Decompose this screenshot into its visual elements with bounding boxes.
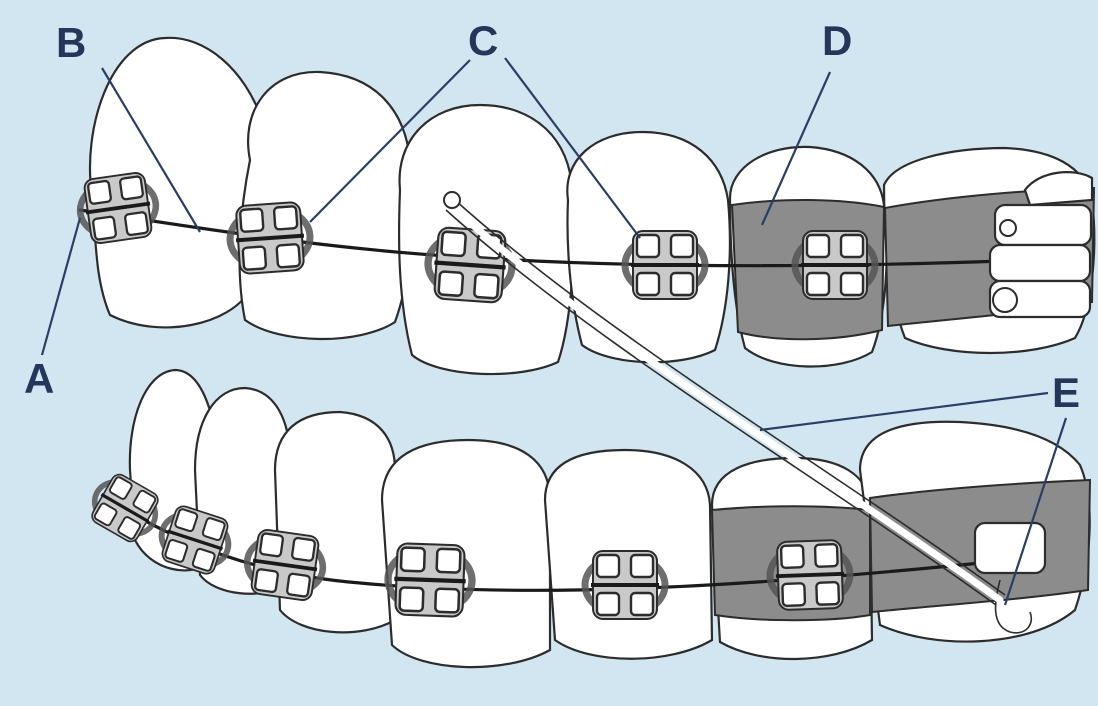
- label-d: D: [822, 20, 852, 62]
- bracket: [426, 226, 515, 303]
- label-c: C: [468, 20, 498, 62]
- leader-a: [42, 218, 80, 355]
- label-a: A: [24, 358, 54, 400]
- bracket: [228, 201, 313, 274]
- label-e: E: [1052, 372, 1080, 414]
- leader-e-left: [760, 393, 1048, 430]
- bracket: [387, 543, 473, 617]
- bracket: [625, 231, 705, 299]
- lower-arch: [110, 370, 1090, 667]
- bracket: [769, 540, 851, 611]
- bracket: [795, 231, 875, 299]
- label-b: B: [56, 22, 86, 64]
- bracket: [585, 551, 665, 619]
